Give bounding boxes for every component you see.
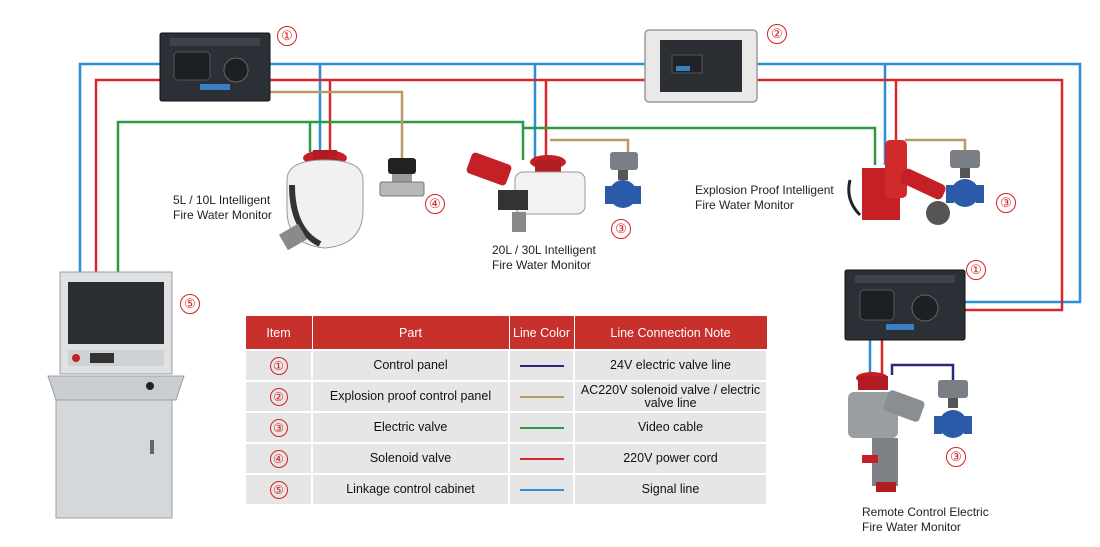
table-row: ① Control panel 24V electric valve line [244,349,768,382]
header-line-color: Line Color [508,315,575,351]
remote-monitor-graphic [848,372,925,492]
row-item-number: ② [269,387,288,406]
row-part: Solenoid valve [311,442,510,475]
header-part: Part [311,315,510,351]
line-color-swatch [519,457,564,460]
valve-24v-lines [890,363,955,380]
badge-control-panel-1: ① [277,26,297,46]
label-monitor-20l-line2: Fire Water Monitor [492,258,591,272]
row-part: Explosion proof control panel [311,380,510,413]
row-note: Signal line [573,473,768,506]
explosion-monitor-graphic [847,140,950,225]
badge-electric-valve-bottom: ③ [946,447,966,467]
row-item-number: ⑤ [269,480,288,499]
label-monitor-20l-line1: 20L / 30L Intelligent [492,243,596,257]
label-remote-monitor: Remote Control Electric Fire Water Monit… [862,505,989,535]
badge-explosion-panel-2: ② [767,24,787,44]
electric-valve-bottom-graphic [934,380,972,438]
line-color-swatch [519,395,564,398]
line-color-swatch [519,364,564,367]
label-remote-monitor-line2: Fire Water Monitor [862,520,961,534]
badge-solenoid-4: ④ [425,194,445,214]
row-note: Video cable [573,411,768,444]
badge-electric-valve-mid: ③ [611,219,631,239]
table-row: ② Explosion proof control panel AC220V s… [244,380,768,413]
control-panel-1 [159,32,271,102]
legend-header-row: Item Part Line Color Line Connection Not… [244,315,768,351]
row-note: 24V electric valve line [573,349,768,382]
label-remote-monitor-line1: Remote Control Electric [862,505,989,519]
label-monitor-20l: 20L / 30L Intelligent Fire Water Monitor [492,243,596,273]
row-item-number: ④ [269,449,288,468]
label-monitor-5l-line1: 5L / 10L Intelligent [173,193,271,207]
line-color-swatch [519,426,564,429]
table-row: ⑤ Linkage control cabinet Signal line [244,473,768,506]
badge-control-panel-right: ① [966,260,986,280]
badge-cabinet-5: ⑤ [180,294,200,314]
table-row: ④ Solenoid valve 220V power cord [244,442,768,475]
label-explosion-monitor-line2: Fire Water Monitor [695,198,794,212]
header-item: Item [244,315,313,351]
linkage-cabinet-graphic [47,271,185,519]
line-color-swatch [519,488,564,491]
label-monitor-5l: 5L / 10L Intelligent Fire Water Monitor [173,193,272,223]
row-part: Linkage control cabinet [311,473,510,506]
badge-electric-valve-right: ③ [996,193,1016,213]
row-item-number: ③ [269,418,288,437]
row-note: 220V power cord [573,442,768,475]
control-panel-right [844,269,966,341]
electric-valve-right-graphic [946,150,984,207]
header-connection-note: Line Connection Note [573,315,768,351]
legend-table: Item Part Line Color Line Connection Not… [244,315,768,506]
table-row: ③ Electric valve Video cable [244,411,768,444]
video-lines [116,120,877,272]
row-part: Electric valve [311,411,510,444]
electric-valve-mid-graphic [605,152,641,208]
row-part: Control panel [311,349,510,382]
label-explosion-monitor-line1: Explosion Proof Intelligent [695,183,834,197]
monitor-20l-graphic [466,152,586,232]
label-monitor-5l-line2: Fire Water Monitor [173,208,272,222]
row-item-number: ① [269,356,288,375]
label-explosion-monitor: Explosion Proof Intelligent Fire Water M… [695,183,834,213]
monitor-5l-graphic [278,150,364,251]
solenoid-valve-graphic [379,158,425,197]
row-note: AC220V solenoid valve / electric valve l… [573,380,768,413]
solenoid-lines [230,90,967,158]
explosion-control-panel-2 [644,29,758,103]
